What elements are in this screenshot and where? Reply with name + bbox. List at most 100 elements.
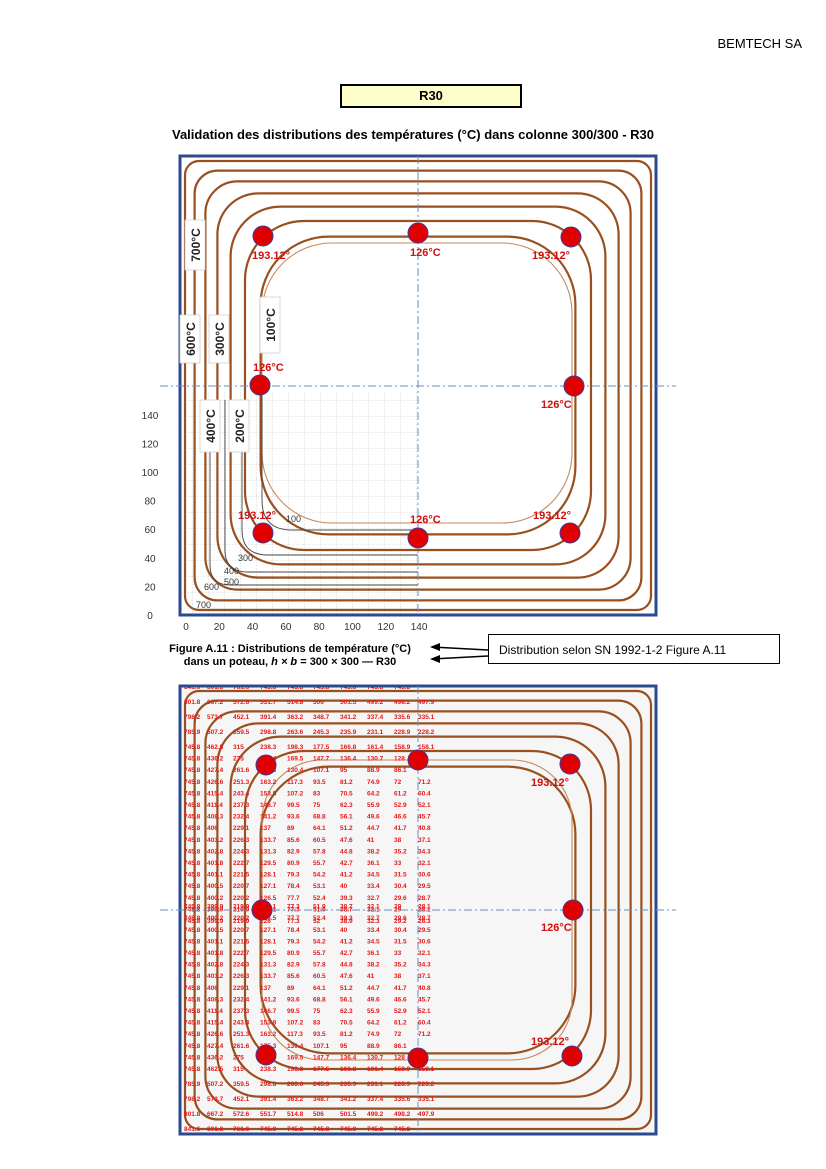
rebar-dot	[407, 527, 429, 549]
caption-dims: h × b	[271, 656, 298, 668]
band-label: 100°C	[264, 308, 278, 342]
grid-value-mirror: 263.6	[287, 1081, 304, 1088]
grid-value-mirror: 117.3	[287, 1031, 303, 1038]
grid-value-mirror: 261.6	[233, 1043, 250, 1050]
x-tick-label: 80	[314, 622, 326, 633]
grid-value: 64.1	[313, 825, 326, 832]
grid-value-mirror: 315	[233, 1066, 244, 1073]
grid-value-mirror: 131.3	[260, 962, 277, 969]
grid-value: 38.2	[367, 848, 380, 855]
grid-value: 80.9	[287, 860, 300, 867]
grid-value-mirror: 335.6	[394, 1096, 411, 1103]
grid-value: 146.7	[260, 802, 277, 809]
contour-label: 400	[224, 566, 239, 576]
grid-value: 228.2	[418, 729, 435, 736]
grid-value: 245.3	[313, 729, 330, 736]
rebar-dot	[251, 899, 273, 921]
y-tick-label: 120	[142, 439, 159, 450]
point-label: 126°C	[541, 399, 572, 411]
grid-value: 32.3	[367, 918, 380, 925]
band-label: 400°C	[204, 409, 218, 443]
grid-value-mirror: 667.2	[207, 1111, 224, 1118]
grid-value-mirror: 41.7	[394, 985, 407, 992]
grid-value: 31.5	[394, 872, 407, 879]
grid-value-mirror: 501.5	[340, 1111, 357, 1118]
grid-value: 403.2	[207, 837, 224, 844]
x-tick-label: 120	[377, 622, 394, 633]
grid-value: 745.8	[184, 790, 201, 797]
caption-suffix: = 300 × 300 — R30	[297, 656, 397, 668]
grid-value-mirror: 28.7	[418, 915, 431, 922]
grid-value-mirror: 29	[394, 904, 402, 911]
grid-value: 348.7	[313, 714, 330, 721]
grid-value-mirror: 399.9	[207, 904, 224, 911]
grid-value-mirror: 86.1	[394, 1043, 407, 1050]
grid-value: 232.4	[233, 814, 250, 821]
grid-value: 95	[340, 767, 348, 774]
grid-value: 745.8	[184, 744, 201, 751]
grid-value-mirror: 745.8	[184, 1020, 201, 1027]
grid-value: 30.6	[418, 872, 431, 879]
grid-value-mirror: 83	[313, 1020, 321, 1027]
grid-value-mirror: 237.3	[233, 1008, 250, 1015]
y-tick-label: 20	[144, 582, 156, 593]
grid-value-mirror: 30.4	[394, 927, 407, 934]
grid-value-mirror: 34.5	[367, 938, 380, 945]
rebar-dot	[562, 899, 584, 921]
figure-caption: Figure A.11 : Distributions de températu…	[140, 643, 440, 669]
y-tick-label: 140	[142, 411, 159, 422]
grid-value-mirror: 499.2	[367, 1111, 384, 1118]
grid-value: 71.2	[418, 779, 431, 786]
grid-value: 45.7	[418, 814, 431, 821]
grid-value-mirror: 93.6	[287, 996, 300, 1003]
grid-value-mirror: 251.3	[233, 1031, 250, 1038]
grid-value: 72	[394, 779, 402, 786]
grid-value: 402.8	[207, 848, 224, 855]
band-label: 200°C	[233, 409, 247, 443]
grid-value-mirror: 298.8	[260, 1081, 277, 1088]
grid-value-mirror: 52.1	[418, 1008, 431, 1015]
grid-value-mirror: 153.8	[260, 1020, 277, 1027]
grid-value: 745.8	[184, 848, 201, 855]
grid-value: 136.4	[340, 756, 357, 763]
grid-value-mirror: 33	[394, 950, 402, 957]
grid-value: 147.7	[313, 756, 330, 763]
grid-value: 51.9	[313, 906, 326, 913]
grid-value: 55.7	[313, 860, 326, 867]
grid-value: 798.2	[184, 714, 201, 721]
grid-value-mirror: 37.1	[418, 973, 431, 980]
grid-value-mirror: 77.7	[287, 915, 300, 922]
grid-value: 56.1	[340, 814, 353, 821]
grid-value: 44.8	[340, 848, 353, 855]
grid-value-mirror: 38.7	[340, 904, 353, 911]
grid-value: 335.1	[418, 714, 435, 721]
grid-value-mirror: 426.6	[207, 1031, 224, 1038]
grid-value-mirror: 31.5	[394, 938, 407, 945]
grid-value: 32.7	[367, 895, 380, 902]
grid-value-mirror: 32.1	[367, 904, 380, 911]
grid-value: 129.5	[260, 860, 277, 867]
grid-value: 128.1	[260, 872, 277, 879]
grid-value-mirror: 507.2	[207, 1081, 224, 1088]
grid-value-mirror: 44.7	[367, 985, 380, 992]
grid-value: 55.9	[367, 802, 380, 809]
grid-value-mirror: 745.8	[184, 904, 201, 911]
grid-value-mirror: 49.6	[367, 996, 380, 1003]
grid-value-mirror: 95	[340, 1043, 348, 1050]
grid-value: 117.3	[287, 779, 303, 786]
company-name: BEMTECH SA	[717, 36, 802, 51]
grid-value: 161.4	[367, 744, 384, 751]
grid-value: 499.2	[367, 699, 384, 706]
grid-value: 28.7	[418, 895, 431, 902]
grid-value: 93.6	[287, 814, 300, 821]
grid-value: 436.2	[207, 756, 224, 763]
grid-value-mirror: 235.9	[340, 1081, 357, 1088]
grid-value-mirror: 406	[207, 985, 218, 992]
grid-value: 572.6	[233, 699, 250, 706]
grid-value: 89	[287, 825, 295, 832]
grid-value-mirror: 226.3	[233, 973, 250, 980]
grid-value-mirror: 745.8	[184, 1043, 201, 1050]
grid-value: 261.6	[233, 767, 250, 774]
contour-200	[241, 400, 418, 556]
